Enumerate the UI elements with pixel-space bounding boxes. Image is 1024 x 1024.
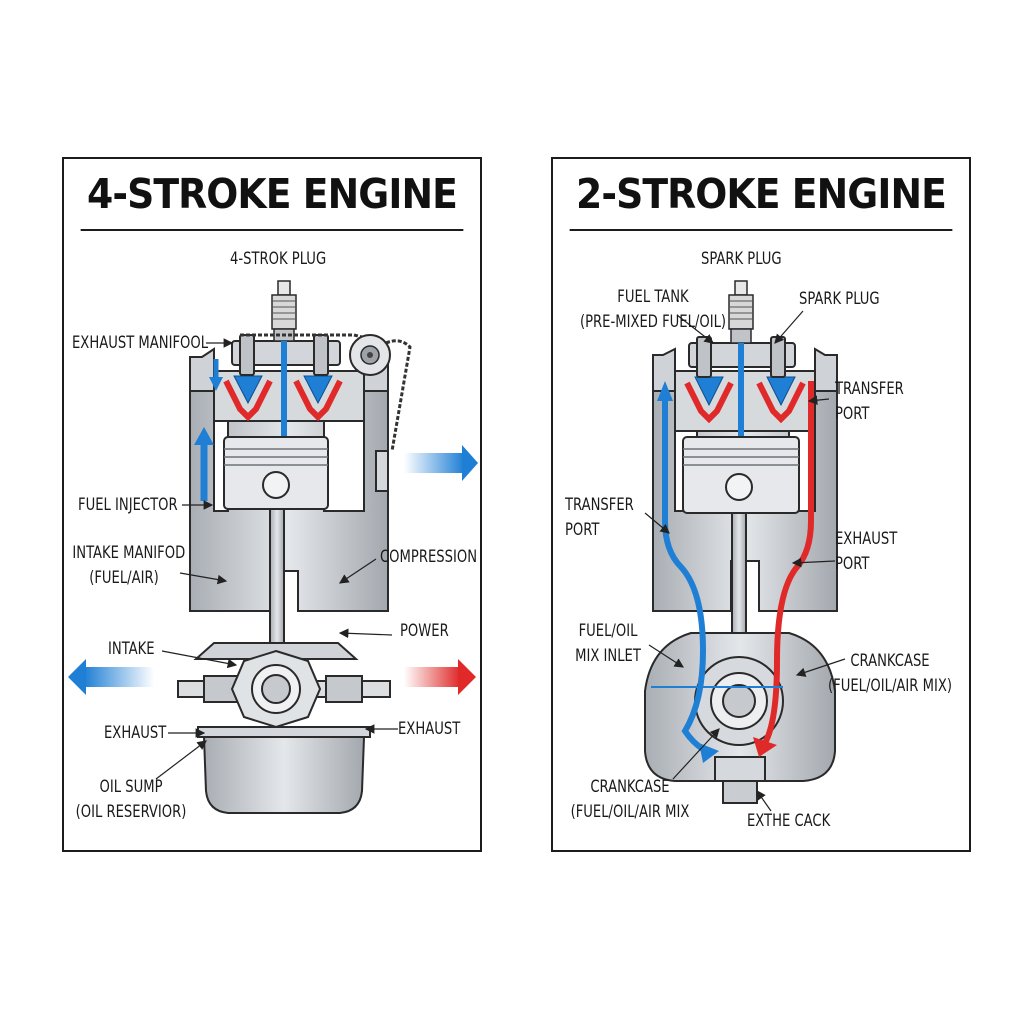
label-intake-manifold: INTAKE MANIFOD (FUEL/AIR)	[72, 543, 186, 588]
label-exhaust-port: EXHAUST PORT	[835, 529, 898, 574]
four-stroke-panel: 4-STROKE ENGINE	[62, 157, 482, 852]
label-exthe-cack: EXTHE CACK	[747, 811, 831, 831]
label-spark-plug: SPARK PLUG	[799, 289, 880, 309]
label-fuel-oil-inlet: FUEL/OIL MIX INLET	[575, 621, 641, 666]
exhaust-arrow	[458, 659, 476, 695]
two-stroke-panel: 2-STROKE ENGINE	[551, 157, 971, 852]
label-power: POWER	[400, 621, 449, 641]
label-crankcase-right: CRANKCASE (FUEL/OIL/AIR MIX)	[828, 651, 952, 696]
four-stroke-diagram	[68, 280, 478, 814]
label-oil-sump: OIL SUMP (OIL RESERVIOR)	[75, 777, 187, 822]
label-transfer-port-right: TRANSFER PORT	[835, 379, 904, 424]
intake-arrow	[68, 659, 86, 695]
label-top-plug: 4-STROK PLUG	[230, 249, 327, 269]
transfer-flow-blue	[662, 393, 707, 752]
label-transfer-port-left: TRANSFER PORT	[565, 495, 634, 540]
cylinder-head	[213, 370, 365, 422]
label-fuel-tank: FUEL TANK (PRE-MIXED FUEL/OIL)	[579, 287, 727, 332]
label-fuel-injector: FUEL INJECTOR	[78, 495, 178, 515]
connecting-rod	[731, 512, 747, 634]
label-intake: INTAKE	[108, 639, 155, 659]
oil-sump	[202, 736, 366, 814]
label-top-plug: SPARK PLUG	[701, 249, 782, 269]
connecting-rod	[269, 508, 285, 650]
label-compression: COMPRESSION	[380, 547, 478, 567]
exhaust-out-arrow	[462, 445, 478, 481]
label-exhaust-left: EXHAUST	[104, 723, 167, 743]
label-exhaust-manifold: EXHAUST MANIFOOL	[72, 333, 209, 353]
label-exhaust-right: EXHAUST	[398, 719, 461, 739]
four-stroke-title: 4-STROKE ENGINE	[80, 159, 464, 231]
label-crankcase-bottom: CRANKCASE (FUEL/OIL/AIR MIX	[570, 777, 690, 822]
exhaust-flow-red	[762, 381, 814, 745]
two-stroke-title: 2-STROKE ENGINE	[569, 159, 953, 231]
two-stroke-diagram	[644, 280, 846, 812]
